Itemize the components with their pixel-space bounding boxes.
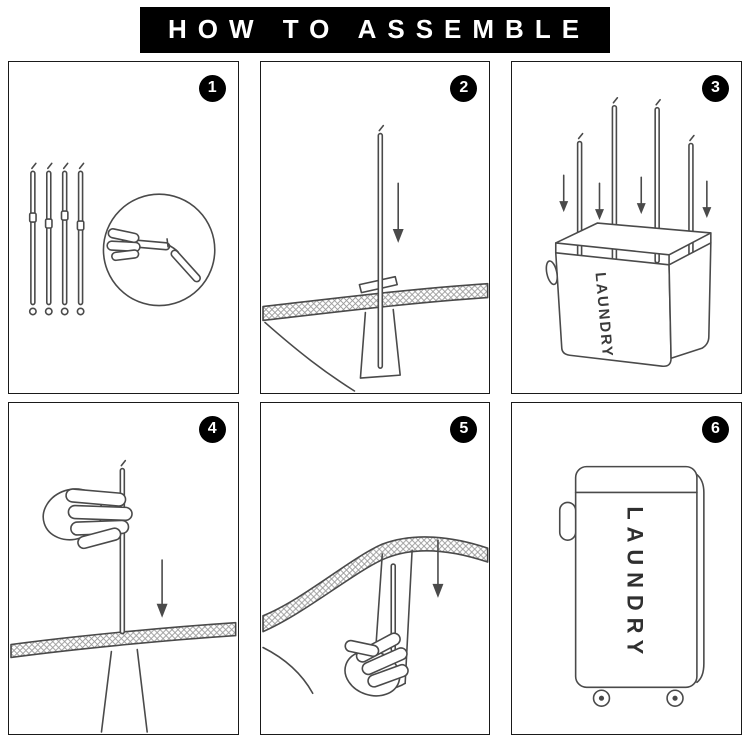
- down-arrow-icon: [595, 182, 605, 220]
- step-number-badge: 5: [450, 415, 478, 443]
- fabric-mesh-band: [261, 535, 489, 633]
- folding-poles: [28, 162, 85, 316]
- fabric-mesh-band: [10, 621, 237, 658]
- fabric-mesh-band: [261, 282, 489, 321]
- hand: [42, 487, 133, 549]
- down-arrow-icon: [702, 180, 712, 218]
- step-panel-3: 3: [511, 60, 742, 394]
- step2-insert-pole-illustration: [261, 124, 489, 392]
- basket-frame: [555, 221, 712, 367]
- page-title: HOW TO ASSEMBLE: [139, 7, 611, 53]
- fabric-surface-line: [261, 646, 314, 694]
- step-number-badge: 1: [198, 74, 226, 102]
- step-panel-1: 1: [8, 60, 239, 394]
- step5-secure-corner-illustration: [261, 535, 489, 697]
- wheel: [666, 689, 685, 707]
- hand: [343, 631, 409, 697]
- header: HOW TO ASSEMBLE: [0, 0, 750, 53]
- step4-hand-insert-illustration: [10, 459, 237, 733]
- laundry-label: LAUNDRY: [623, 506, 648, 661]
- step-panel-4: 4: [8, 401, 239, 735]
- laundry-label: LAUNDRY: [592, 271, 615, 358]
- step-number-badge: 2: [450, 74, 478, 102]
- wheel: [593, 689, 611, 707]
- step-number-badge: 3: [702, 74, 729, 102]
- down-arrow-icon: [432, 538, 444, 598]
- step-panel-2: 2: [259, 60, 491, 394]
- side-handle: [545, 259, 559, 285]
- step-panel-5: 5: [259, 401, 491, 735]
- steps-grid: 1: [8, 60, 742, 735]
- magnifier-circle: [102, 192, 216, 306]
- corner-pocket: [100, 648, 148, 733]
- pole: [377, 124, 384, 369]
- hamper-side-edge: [696, 473, 705, 683]
- step1-poles-illustration: [28, 162, 216, 316]
- fabric-surface-line: [263, 321, 355, 392]
- step-number-badge: 6: [702, 415, 729, 443]
- step6-finished-hamper-illustration: LAUNDRY: [559, 465, 705, 707]
- down-arrow-icon: [392, 182, 404, 243]
- down-arrow-icon: [559, 174, 569, 212]
- hamper-body: [575, 465, 699, 688]
- step3-frame-illustration: LAUNDRY: [545, 96, 712, 367]
- down-arrow-icon: [637, 176, 647, 214]
- pole: [119, 459, 127, 634]
- step-panel-6: 6 LAUNDRY: [511, 401, 742, 735]
- carry-handle: [559, 501, 577, 541]
- fingers: [106, 227, 141, 261]
- step-number-badge: 4: [198, 415, 226, 443]
- down-arrow-icon: [156, 558, 168, 618]
